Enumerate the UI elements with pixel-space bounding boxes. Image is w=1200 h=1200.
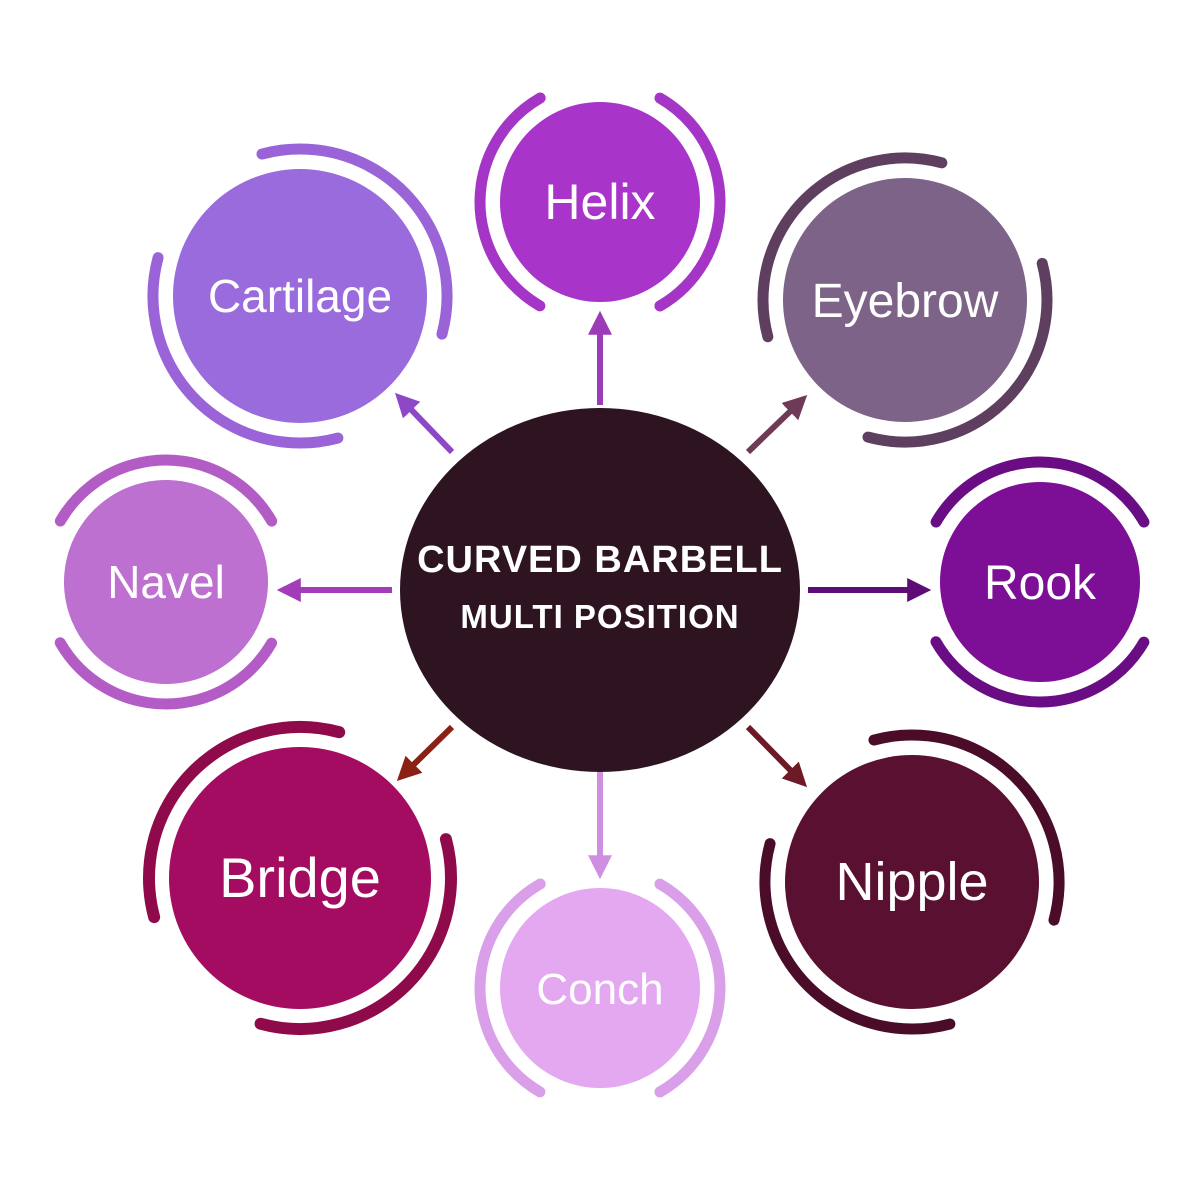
center-ellipse	[400, 408, 800, 772]
rook-circle	[940, 482, 1140, 682]
center-title-line2: MULTI POSITION	[460, 598, 739, 635]
navel-circle	[64, 480, 268, 684]
helix-circle	[500, 102, 700, 302]
arrows-group	[276, 310, 932, 880]
bridge-label: Bridge	[219, 846, 381, 909]
center-hub: CURVED BARBELL MULTI POSITION	[400, 408, 800, 772]
cartilage-arc-ring	[147, 143, 453, 449]
eyebrow-arc-ring	[757, 152, 1053, 448]
node-conch: Conch	[474, 862, 726, 1114]
nipple-arc-ring	[759, 729, 1065, 1035]
conch-label: Conch	[536, 965, 663, 1014]
node-bridge: Bridge	[143, 720, 457, 1035]
node-rook: Rook	[914, 456, 1166, 708]
helix-label: Helix	[544, 174, 655, 230]
arrow-to-bridge	[396, 724, 455, 782]
node-nipple: Nipple	[759, 729, 1065, 1035]
node-helix: Helix	[474, 76, 726, 328]
navel-label: Navel	[107, 556, 225, 608]
navel-arc-ring	[38, 454, 294, 710]
conch-circle	[500, 888, 700, 1088]
node-cartilage: Cartilage	[147, 143, 453, 449]
cartilage-label: Cartilage	[208, 270, 392, 322]
nipple-circle	[785, 755, 1039, 1009]
node-eyebrow: Eyebrow	[757, 152, 1053, 448]
node-navel: Navel	[38, 454, 294, 710]
nipple-label: Nipple	[835, 852, 988, 912]
arrow-to-eyebrow	[745, 395, 808, 455]
center-title-line1: CURVED BARBELL	[417, 539, 783, 581]
bridge-arc-ring	[143, 720, 457, 1035]
eyebrow-label: Eyebrow	[812, 275, 999, 328]
conch-arc-ring	[474, 862, 726, 1114]
bridge-circle	[169, 747, 431, 1009]
eyebrow-circle	[783, 178, 1027, 422]
cartilage-circle	[173, 169, 427, 423]
helix-arc-ring	[474, 76, 726, 328]
rook-label: Rook	[984, 557, 1097, 610]
arrow-to-nipple	[745, 724, 808, 788]
arrow-to-cartilage	[395, 392, 455, 455]
rook-arc-ring	[914, 456, 1166, 708]
